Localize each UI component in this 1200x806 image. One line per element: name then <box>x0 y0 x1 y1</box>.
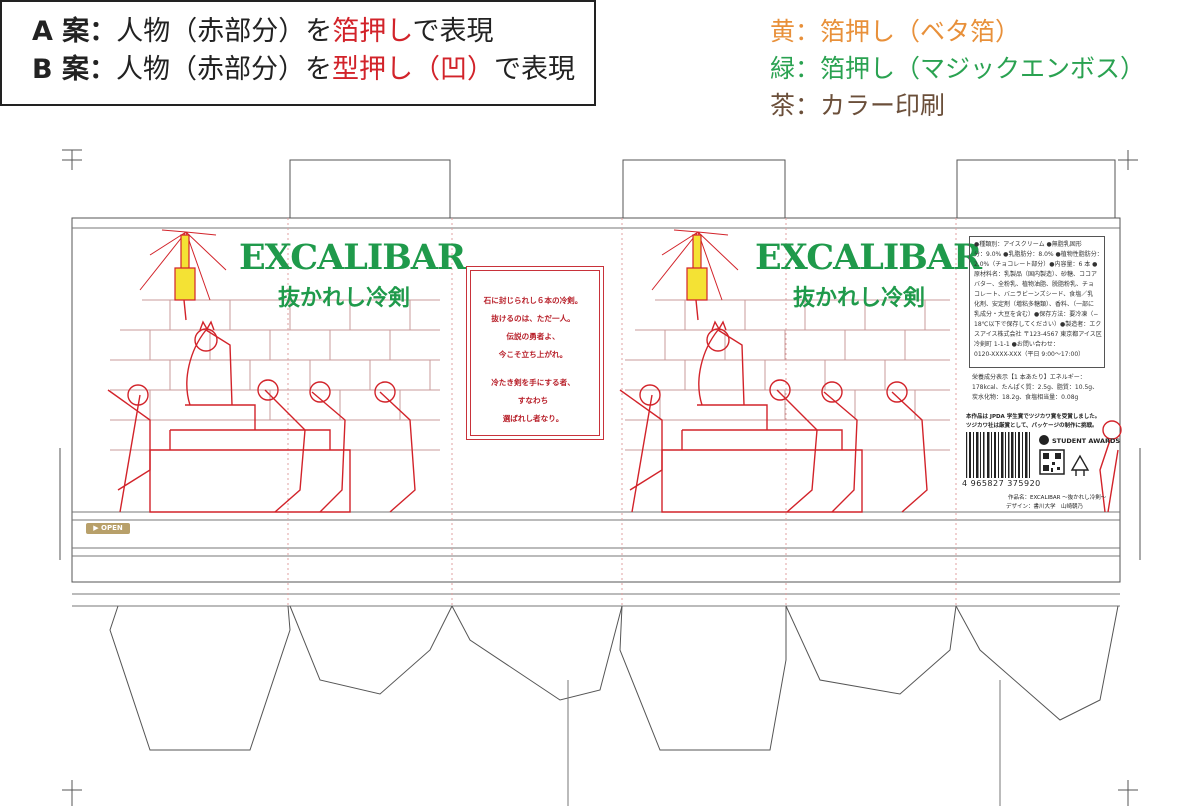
poem-line: 抜けるのは、ただ一人。 <box>491 314 575 323</box>
award-line: 本作品は JPDA 学生賞でツジカワ賞を受賞しました。 <box>966 414 1101 420</box>
info-line: 分：9.0% ●乳脂肪分：8.0% ●植物性脂肪分： <box>974 251 1103 258</box>
plan-a-label: A 案： <box>32 16 117 47</box>
info-line: コレート、バニラビーンズシード、食塩／乳 <box>974 291 1094 298</box>
poem-line: 石に封じられし６本の冷剣。 <box>483 296 583 305</box>
bottom-flap-3 <box>451 605 623 701</box>
color-key-green: 緑：箔押し（マジックエンボス） <box>770 54 1146 83</box>
brand-logo-right: EXCALIBAR <box>755 237 982 278</box>
legend-box: A 案：人物（赤部分）を箔押しで表現 B 案：人物（赤部分）を型押し（凹）で表現 <box>0 0 596 106</box>
barcode-icon <box>966 432 1030 478</box>
info-line: 冷剣町 1-1-1 ●お問い合わせ： <box>974 341 1059 348</box>
poem-line: 選ばれし者なり。 <box>502 414 564 423</box>
plan-a-highlight: 箔押し <box>332 16 413 47</box>
info-line: ●種類別：アイスクリーム ●無脂乳固形 <box>974 241 1082 248</box>
sword-right-icon <box>686 234 708 301</box>
top-flap-3 <box>956 159 1116 219</box>
nutrition-line: 炭水化物：18.2g、食塩相当量：0.08g <box>972 394 1079 401</box>
info-line: 乳成分・大豆を含む）●保存方法：要冷凍（− <box>974 311 1099 318</box>
poem-line: 冷たき剣を手にする者、 <box>491 378 575 387</box>
bottom-flap-6 <box>955 605 1119 721</box>
illustration-right <box>619 229 1122 513</box>
crop-mark-bottom <box>62 780 1138 806</box>
poem-line: すなわち <box>517 396 549 405</box>
recycle-mark-icon <box>1070 454 1090 476</box>
color-key-brown: 茶：カラー印刷 <box>770 91 946 120</box>
nutrition-line: 栄養成分表示【1 本あたり】エネルギー： <box>972 374 1086 381</box>
info-line: 化剤、安定剤（増粘多糖類）、香料、（一部に <box>974 301 1095 308</box>
info-line: バター、全粉乳、植物油脂、脱脂粉乳、チョ <box>974 281 1094 288</box>
poem-line: 伝説の勇者よ、 <box>506 332 560 341</box>
plan-b-suffix: で表現 <box>493 54 575 85</box>
sword-left-icon <box>174 234 196 301</box>
bottom-flap-1 <box>109 605 291 751</box>
brand-logo-left: EXCALIBAR <box>239 237 466 278</box>
credit-line: デザイン：書川大学 山崎朝乃 <box>1006 504 1084 510</box>
barcode-number: 4 965827 375920 <box>962 479 1041 488</box>
info-line: 原材料名：乳製品（国内製造）、砂糖、ココア <box>974 271 1098 278</box>
plan-b-highlight: 型押し（凹） <box>331 54 494 85</box>
award-logo-text: STUDENT AWARDS <box>1052 437 1120 445</box>
qr-code-icon <box>1039 449 1065 475</box>
info-line: 0120-XXXX-XXX（平日 9:00〜17:00） <box>974 351 1085 358</box>
illustration-left <box>107 229 440 513</box>
product-info-box: ●種類別：アイスクリーム ●無脂乳固形 分：9.0% ●乳脂肪分：8.0% ●植… <box>969 236 1105 368</box>
plan-b-label: B 案： <box>32 54 116 85</box>
crop-mark-side <box>59 448 1141 560</box>
brand-subtitle-right: 抜かれし冷剣 <box>793 285 926 311</box>
poem-line: 今こそ立ち上がれ。 <box>498 350 568 359</box>
color-key-yellow: 黄：箔押し（ベタ箔） <box>770 17 1021 46</box>
credit-line: 作品名：EXCALIBAR 〜抜かれし冷剣〜 <box>1008 495 1107 501</box>
bottom-flap-4 <box>619 605 787 751</box>
package-body-outline <box>71 217 1121 583</box>
open-tab-button[interactable]: ▶ OPEN <box>86 523 130 534</box>
top-flap-2 <box>622 159 786 219</box>
info-line: 2.0%（チョコレート部分）●内容量：6 本 ● <box>974 261 1098 268</box>
info-line: 18℃以下で保存してください）●製造者：エク <box>974 321 1102 328</box>
brand-subtitle-left: 抜かれし冷剣 <box>278 285 411 311</box>
plan-a-prefix: 人物（赤部分）を <box>116 16 333 47</box>
plan-a-suffix: で表現 <box>412 16 494 47</box>
plan-b-line: B 案：人物（赤部分）を型押し（凹）で表現 <box>32 53 575 87</box>
plan-a-line: A 案：人物（赤部分）を箔押しで表現 <box>32 15 494 49</box>
top-flap-1 <box>289 159 451 219</box>
poem-inner-frame <box>470 270 600 436</box>
bottom-flap-2 <box>289 605 453 695</box>
poem-panel: 石に封じられし６本の冷剣。 抜けるのは、ただ一人。 伝説の勇者よ、 今こそ立ち上… <box>466 266 604 440</box>
plan-b-prefix: 人物（赤部分）を <box>115 54 332 85</box>
award-logo-icon: STUDENT AWARDS <box>1039 435 1120 445</box>
crop-mark-top <box>62 149 1138 170</box>
nutrition-line: 178kcal、たんぱく質：2.5g、脂質：10.5g、 <box>972 384 1099 391</box>
bottom-flap-5 <box>785 605 957 695</box>
info-line: スアイス株式会社 〒123-4567 東京都アイス区 <box>974 331 1102 338</box>
award-line: ツジカワ社は厳賞として、パッケージの制作に挑戦。 <box>966 423 1098 429</box>
